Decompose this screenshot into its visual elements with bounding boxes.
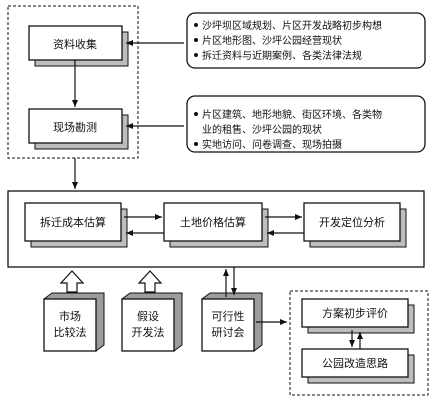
survey-note-2: 业的租售、沙坪公园的现状	[202, 123, 322, 136]
survey-note-1: 片区建筑、地形地貌、街区环境、各类物	[202, 108, 382, 121]
hypothetical-dev-line1: 假设	[137, 309, 159, 323]
positioning-node: 开发定位分析	[303, 202, 407, 248]
land-price-label: 土地价格估算	[180, 215, 246, 229]
collection-notes: 沙坪坝区域规划、片区开发战略初步构想 片区地形图、沙坪公园经营现状 拆迁资料与近…	[186, 12, 426, 69]
plan-eval-label: 方案初步评价	[322, 306, 388, 320]
survey-note-3: 实地访问、问卷调查、现场拍摄	[202, 138, 342, 151]
collection-note-2: 片区地形图、沙坪公园经营现状	[202, 34, 342, 47]
collection-note-1: 沙坪坝区域规划、片区开发战略初步构想	[202, 19, 382, 32]
feasibility-line2: 研讨会	[212, 326, 245, 339]
collection-note-3: 拆迁资料与近期案例、各类法律法规	[202, 49, 362, 62]
data-collection-node: 资料收集	[28, 25, 129, 67]
survey-notes: 片区建筑、地形地貌、街区环境、各类物 业的租售、沙坪公园的现状 实地访问、问卷调…	[186, 95, 426, 153]
market-compare-line1: 市场	[59, 309, 81, 323]
market-compare-line2: 比较法	[54, 325, 87, 339]
feasibility-seminar-node: 可行性 研讨会	[201, 292, 263, 352]
hypothetical-dev-line2: 开发法	[132, 325, 165, 339]
demolition-cost-node: 拆迁成本估算	[24, 202, 128, 248]
collection-frame	[7, 5, 139, 159]
site-survey-node: 现场勘测	[28, 108, 129, 150]
plan-eval-node: 方案初步评价	[301, 298, 415, 334]
market-compare-node: 市场 比较法	[43, 292, 105, 352]
positioning-label: 开发定位分析	[319, 215, 385, 229]
demolition-cost-label: 拆迁成本估算	[40, 215, 106, 229]
park-renovation-label: 公园改造思路	[322, 356, 388, 370]
site-survey-label: 现场勘测	[53, 120, 97, 134]
hypothetical-dev-node: 假设 开发法	[121, 292, 183, 352]
hypothetical-up-arrow-icon	[137, 270, 163, 293]
plans-frame	[289, 290, 429, 396]
feasibility-line1: 可行性	[212, 309, 245, 323]
market-up-arrow-icon	[59, 270, 85, 293]
park-renovation-node: 公园改造思路	[301, 348, 415, 384]
land-price-node: 土地价格估算	[163, 202, 269, 248]
data-collection-label: 资料收集	[53, 37, 97, 51]
